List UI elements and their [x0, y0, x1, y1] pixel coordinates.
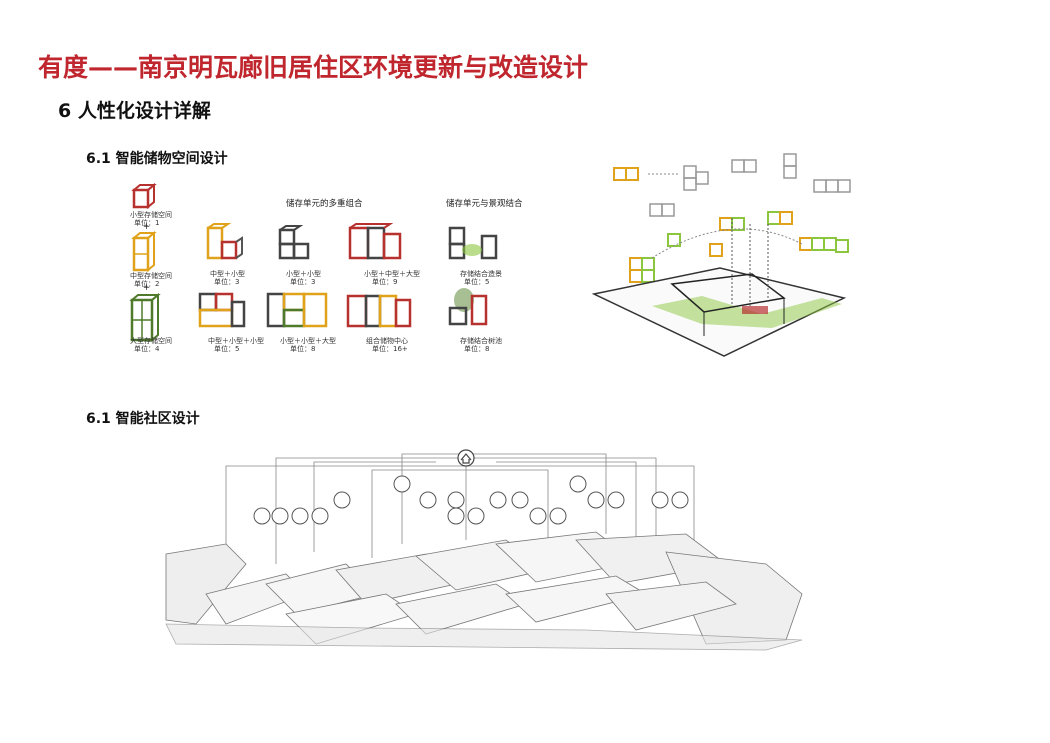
service-icons: [253, 475, 689, 525]
combo-unit: 单位：3: [290, 278, 316, 286]
section-heading: 6 人性化设计详解: [58, 100, 211, 122]
phone-icon: [311, 507, 329, 525]
combo-label: 小型＋小型: [286, 270, 321, 278]
globe-icon: [607, 491, 625, 509]
combo-unit: 单位：5: [464, 278, 490, 286]
combo-unit: 单位：5: [214, 345, 240, 353]
large-cube-icon: [129, 292, 161, 343]
combo-landscape: [448, 226, 498, 260]
subsection-community-heading: 6.1 智能社区设计: [86, 411, 200, 427]
combo-label: 组合储物中心: [366, 337, 408, 345]
combo-medium-small: [206, 223, 243, 260]
combo-label: 中型＋小型: [210, 270, 245, 278]
combo-small-small-large: [266, 292, 328, 328]
drink-icon: [333, 491, 351, 509]
small-cube-icon: [131, 182, 157, 210]
smart-community-diagram: [165, 449, 803, 651]
header-multi-combination: 储存单元的多重组合: [286, 199, 363, 209]
calendar-icon: [511, 491, 529, 509]
chat-icon: [447, 491, 465, 509]
unit-small-label: 小型存储空间: [130, 211, 172, 219]
site-plane: [591, 218, 847, 357]
medium-cube-icon: [131, 230, 157, 273]
combo-unit: 单位：8: [464, 345, 490, 353]
twitter-bird-icon: [253, 507, 271, 525]
combo-label: 小型＋小型＋大型: [280, 337, 336, 345]
combo-small-medium-large: [348, 223, 402, 260]
unit-small-value: 单位：1: [134, 219, 160, 227]
clock-icon: [489, 491, 507, 509]
combo-label: 中型＋小型＋小型: [208, 337, 264, 345]
combo-label: 小型＋中型＋大型: [364, 270, 420, 278]
storage-site-axonometric: [591, 153, 851, 357]
unit-large-value: 单位：4: [134, 345, 160, 353]
combo-unit: 单位：3: [214, 278, 240, 286]
plus-sign: +: [143, 222, 151, 232]
subsection-storage-heading: 6.1 智能储物空间设计: [86, 151, 228, 167]
combo-storage-center: [346, 294, 412, 328]
unit-medium-label: 中型存储空间: [130, 272, 172, 280]
plane-icon: [291, 507, 309, 525]
unit-medium-value: 单位：2: [134, 280, 160, 288]
home-icon: [569, 475, 587, 493]
hand-icon: [587, 491, 605, 509]
combo-unit: 单位：8: [290, 345, 316, 353]
combo-unit: 单位：9: [372, 278, 398, 286]
combo-medium-small-small: [198, 292, 246, 328]
page-title: 有度——南京明瓦廊旧居住区环境更新与改造设计: [38, 53, 589, 82]
unit-large-label: 大型存储空间: [130, 337, 172, 345]
pin-icon: [447, 507, 465, 525]
bank-icon: [671, 491, 689, 509]
combo-unit: 单位：16+: [372, 345, 408, 353]
bus-icon: [271, 507, 289, 525]
bicycle-icon: [419, 491, 437, 509]
combo-label: 存储结合造景: [460, 270, 502, 278]
city-model: [165, 531, 803, 651]
header-landscape-combination: 储存单元与景观结合: [446, 199, 523, 209]
home-hub-icon: [457, 449, 475, 467]
storage-units-diagram: [129, 182, 161, 343]
home-icon: [467, 507, 485, 525]
combo-tree-pit: [448, 288, 488, 326]
combo-label: 存储结合树池: [460, 337, 502, 345]
home-icon: [393, 475, 411, 493]
plus-sign: +: [143, 283, 151, 293]
combo-small-small: [278, 225, 310, 260]
road-sign-icon: [549, 507, 567, 525]
location-pin-icon: [651, 491, 669, 509]
key-icon: [529, 507, 547, 525]
combination-diagrams: [198, 223, 498, 328]
network-lines: [225, 453, 695, 564]
